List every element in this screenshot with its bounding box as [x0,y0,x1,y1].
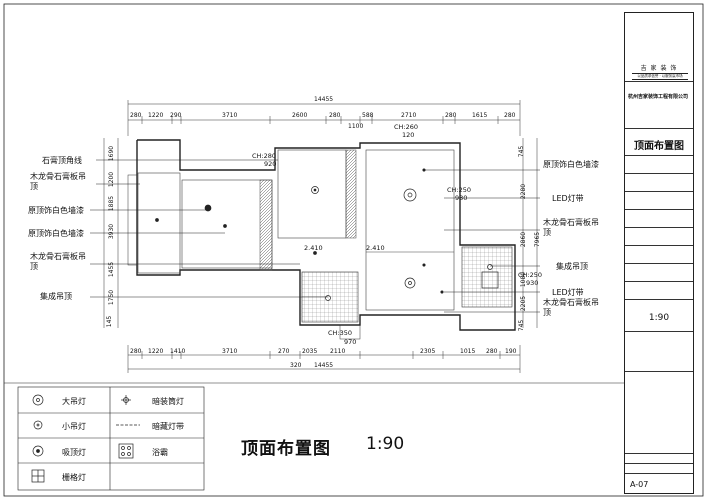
top-dim: 280 [329,112,341,119]
ceiling-height-sub: 930 [455,194,468,202]
legend-table [17,386,205,491]
bottom-dimension-lines [127,345,521,373]
bottom-dim: 1015 [460,348,476,355]
bottom-dim: 270 [278,348,290,355]
title-block-scale: 1:90 [648,313,670,323]
floor-level-label: 2.410 [366,244,385,252]
chandelier-icon [32,394,44,406]
left-callout: 石膏顶角线 [42,156,82,165]
ceiling-height-label: CH:350 [328,329,353,337]
bottom-dim: 280 [486,348,498,355]
walls [136,139,516,331]
top-dim: 280 [445,112,457,119]
left-callout: 原顶饰白色墙漆 [28,206,84,215]
ceiling-height-label: CH:280 [252,152,277,160]
door-bottom [339,324,361,340]
left-callout: 原顶饰白色墙漆 [28,229,84,238]
bath-heater-icon [118,443,134,459]
top-dim: 588 [362,112,374,119]
right-dim: 7965 [534,231,542,248]
legend-label: 暗装筒灯 [152,397,184,406]
ceiling-height-label: CH:260 [394,123,419,131]
top-dim: 280 [130,112,142,119]
bottom-dim: 190 [505,348,517,355]
ceiling-height-sub: 970 [344,338,357,346]
top-dim: 3710 [222,112,238,119]
ceiling-fixtures [155,168,499,301]
top-dim: 2710 [401,112,417,119]
right-dim: 745 [518,145,526,158]
left-dim: 1455 [108,261,116,278]
bath-grid-ceiling [461,246,513,308]
ceiling-light-icon [32,445,44,457]
bottom-dim: 2035 [302,348,318,355]
ceiling-height-sub: 120 [402,131,415,139]
right-dim: 2280 [520,183,528,200]
window-left [127,174,138,266]
bottom-dim: 1220 [148,348,164,355]
top-dim: 2600 [292,112,308,119]
left-dim: 145 [106,315,114,328]
ceiling-height-label: CH:250 [518,271,543,279]
top-total-dim: 14455 [314,96,334,103]
right-callout: 木龙骨石膏板吊顶 [543,218,599,237]
ceiling-height-sub: 930 [526,279,539,287]
legend-label: 小吊灯 [62,422,86,431]
top-dim: 1220 [148,112,164,119]
right-dim: 745 [518,319,526,332]
bottom-dim: 2305 [420,348,436,355]
legend-label: 吸顶灯 [62,448,86,457]
ceiling-height-label: CH:250 [447,186,472,194]
top-dim: 1100 [348,123,364,130]
drawing-title: 顶面布置图 [241,439,331,459]
top-dim: 290 [170,112,182,119]
legend-label: 栅格灯 [62,473,86,482]
right-dim: 2205 [520,295,528,312]
callout-leaders [90,159,540,313]
drawing-scale: 1:90 [366,434,405,454]
right-callout: 集成吊顶 [556,262,588,271]
sheet-title: 顶面布置图 [634,141,684,152]
logo-name: 吉 家 装 饰 [640,65,678,72]
small-chandelier-icon [33,420,43,430]
right-dim: 2860 [520,231,528,248]
sheet-number: A-07 [630,480,649,489]
bottom-extra-dim: 320 [290,362,302,369]
bottom-dim: 2110 [330,348,346,355]
left-dim: 1750 [108,289,116,306]
top-dim: 280 [504,112,516,119]
left-dim: 1200 [108,171,116,188]
legend-label: 暗藏灯带 [152,422,184,431]
title-block: 吉 家 装 饰 以品质求信誉 · 以服务赢市场 杭州吉家装饰工程有限公司 顶面布… [624,12,694,494]
line-hidden-light-icon [121,395,131,405]
right-callout: 木龙骨石膏板吊顶 [543,298,599,317]
left-dim: 1690 [108,145,116,162]
top-dimension-lines [127,100,521,136]
logo-slogan: 以品质求信誉 · 以服务赢市场 [632,73,688,80]
right-callout: LED灯带 [552,288,584,297]
legend-label: 大吊灯 [62,397,86,406]
legend-label: 浴霸 [152,448,168,457]
bottom-total-dim: 14455 [314,362,334,369]
floor-level-label: 2.410 [304,244,323,252]
left-dim: 1885 [108,195,116,212]
right-callout: 原顶饰白色墙漆 [543,160,599,169]
bottom-dim: 3710 [222,348,238,355]
left-callout: 木龙骨石膏板吊顶 [30,252,86,271]
top-dim: 1615 [472,112,488,119]
ceiling-height-sub: 920 [264,160,277,168]
bottom-dim: 280 [130,348,142,355]
left-callout: 集成吊顶 [40,292,72,301]
left-dim: 3930 [108,223,116,240]
legend-icons [31,394,140,483]
right-callout: LED灯带 [552,194,584,203]
left-callout: 木龙骨石膏板吊顶 [30,172,86,191]
bottom-dim: 1410 [170,348,186,355]
company-name: 杭州吉家装饰工程有限公司 [628,94,689,100]
